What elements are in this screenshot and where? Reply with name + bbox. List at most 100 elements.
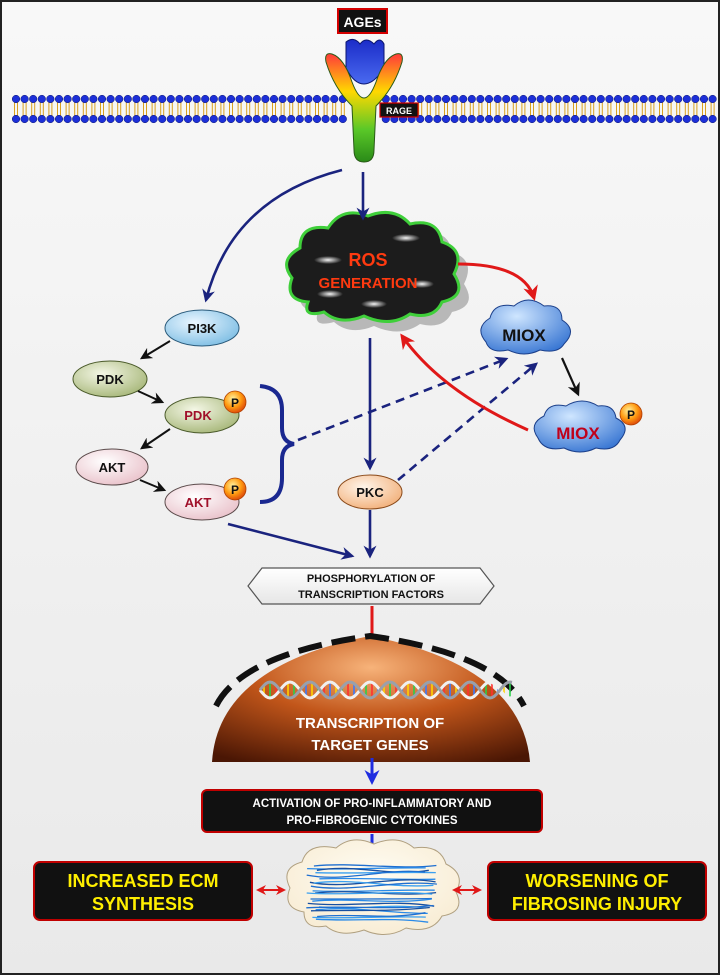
lipid-head — [37, 94, 46, 104]
lipid-head — [115, 114, 124, 124]
lipid-head — [192, 94, 201, 104]
lipid-head — [166, 114, 175, 124]
nucleus: TRANSCRIPTION OF TARGET GENES — [212, 632, 530, 762]
rage-label: RAGE — [379, 102, 419, 118]
lipid-head — [639, 114, 648, 124]
lipid-head — [527, 114, 537, 124]
lipid-head — [691, 114, 700, 124]
ages-label: AGEs — [337, 8, 388, 34]
collagen-fiber — [310, 906, 430, 912]
lipid-head — [519, 114, 528, 124]
dna-strand — [258, 680, 513, 700]
ros-line2: GENERATION — [319, 275, 418, 292]
lipid-head — [312, 114, 322, 124]
collagen-fiber — [310, 897, 432, 900]
lipid-head — [226, 114, 236, 124]
ages-molecule — [345, 38, 385, 85]
nuclear-envelope — [213, 632, 527, 708]
ros-cloud: ROS GENERATION — [285, 210, 469, 332]
phosphorylation-line2: TRANSCRIPTION FACTORS — [298, 589, 444, 601]
lipid-head — [476, 114, 485, 124]
lipid-head — [115, 94, 124, 104]
lipid-head — [37, 114, 46, 124]
increased-ecm-box: INCREASED ECM SYNTHESIS — [33, 861, 253, 921]
lipid-head — [622, 94, 631, 104]
lipid-head — [72, 94, 81, 104]
arrow-pi3k-to-pdk — [139, 340, 171, 360]
fibrosing-line1: WORSENING OF — [526, 871, 669, 891]
lipid-head — [493, 114, 502, 124]
lipid-head — [390, 94, 399, 104]
lipid-head — [519, 94, 528, 104]
lipid-head — [459, 94, 468, 104]
phosphate-badge-miox: P — [619, 402, 643, 426]
lipid-head — [20, 114, 29, 124]
lipid-head — [579, 94, 588, 104]
lipid-head — [287, 114, 296, 124]
miox-protein: MIOX — [480, 299, 571, 355]
ages-text: AGEs — [343, 14, 381, 30]
lipid-head — [665, 94, 674, 104]
ros-line1: ROS — [348, 250, 387, 270]
lipid-head — [312, 94, 322, 104]
lipid-head — [579, 114, 588, 124]
lipid-head — [209, 114, 218, 124]
lipid-head — [295, 114, 304, 124]
lipid-head — [269, 114, 279, 124]
lipid-head — [588, 94, 597, 104]
transcription-line1: TRANSCRIPTION OF — [296, 715, 444, 732]
lipid-head — [321, 94, 330, 104]
lipid-head — [158, 114, 167, 124]
akt-p-text: AKT — [185, 495, 212, 510]
lipid-head — [424, 114, 433, 124]
lipid-head — [424, 94, 433, 104]
arrow-pdkp-to-akt — [140, 428, 171, 450]
pdk-node: PDK — [72, 360, 148, 398]
collagen-fiber — [315, 871, 436, 874]
lipid-head — [407, 94, 416, 104]
lipid-head — [708, 94, 717, 104]
dashed-arrow-brace-to-miox — [297, 356, 509, 442]
collagen-fiber — [312, 898, 432, 902]
lipid-head — [183, 94, 193, 104]
dna-helix — [258, 680, 513, 700]
lipid-head — [106, 114, 115, 124]
lipid-head — [545, 94, 554, 104]
lipid-head — [596, 94, 605, 104]
activation-line1: ACTIVATION OF PRO-INFLAMMATORY AND — [253, 798, 492, 810]
collagen-fiber — [306, 891, 433, 895]
miox-p-text: MIOX — [556, 424, 600, 443]
lipid-head — [536, 94, 545, 104]
lipid-head — [622, 114, 631, 124]
lipid-head — [691, 94, 700, 104]
lipid-head — [175, 94, 184, 104]
ecm-line2: SYNTHESIS — [92, 894, 194, 914]
lipid-head — [562, 94, 571, 104]
pkc-node: PKC — [337, 474, 403, 510]
arrow-rage-to-pi3k — [202, 168, 343, 303]
lipid-head — [252, 94, 261, 104]
miox-phosphorylated: MIOX — [533, 400, 626, 453]
lipid-head — [656, 94, 666, 104]
arrow-pdk-to-pdkp — [137, 390, 165, 404]
lipid-head — [218, 94, 227, 104]
lipid-head — [562, 114, 571, 124]
lipid-head — [72, 114, 81, 124]
transcription-line2: TARGET GENES — [311, 737, 428, 754]
lipid-head — [29, 114, 38, 124]
lipid-head — [192, 114, 201, 124]
lipid-head — [502, 94, 511, 104]
lipid-head — [201, 114, 210, 124]
lipid-head — [699, 94, 709, 104]
lipid-head — [149, 114, 158, 124]
ecm-line1: INCREASED ECM — [67, 871, 218, 891]
lipid-head — [708, 114, 717, 124]
lipid-head — [89, 114, 98, 124]
collagen-fiber — [310, 882, 437, 889]
lipid-head — [244, 94, 253, 104]
lipid-head — [11, 94, 21, 104]
lipid-head — [553, 94, 562, 104]
lipid-head — [433, 114, 442, 124]
lipid-head — [132, 94, 141, 104]
lipid-head — [648, 114, 657, 124]
